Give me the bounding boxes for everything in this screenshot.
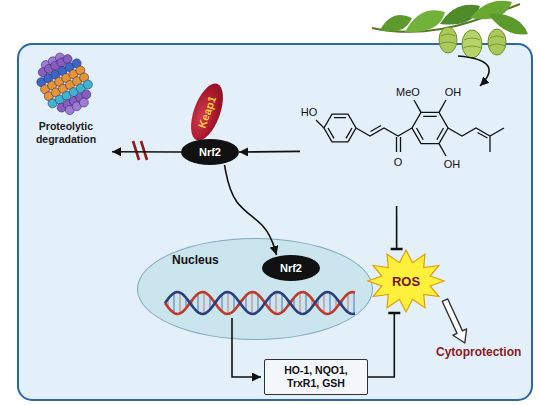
proteasome: Proteolytic degradation — [20, 54, 112, 158]
node-label: Proteolytic degradation — [20, 120, 112, 146]
chemical-structure: HO MeO OH OH O — [300, 76, 510, 206]
node-label: Cytoprotection — [436, 345, 521, 359]
node-label: ROS — [392, 274, 420, 289]
atom-label: HO — [301, 106, 318, 118]
arrow-connector — [225, 165, 277, 255]
connectors — [112, 151, 467, 377]
transcription-arrow — [232, 318, 261, 377]
hop-plant — [372, 1, 528, 58]
atom-label: O — [394, 156, 403, 168]
nrf2-protein: Nrf2 — [181, 139, 239, 165]
cell-membrane — [18, 44, 532, 400]
hop-cone — [439, 27, 457, 53]
inhibition-line — [368, 313, 394, 377]
hop-cone-scales — [440, 34, 505, 48]
node-label: Nrf2 — [280, 262, 302, 274]
dna-helix — [165, 292, 355, 314]
outcome-label: Cytoprotection — [436, 343, 532, 361]
atom-label: OH — [444, 158, 461, 170]
nrf2-protein: Nrf2 — [262, 255, 320, 281]
hop-leaf — [405, 10, 445, 32]
arrow-connector — [112, 151, 181, 153]
gene-box: HO-1, NQO1, TrxR1, GSH — [264, 359, 368, 395]
proteasome-illustration — [20, 54, 112, 118]
source-arrow — [458, 56, 489, 86]
block-slashes — [133, 141, 147, 160]
hop-cone — [462, 30, 482, 58]
arrow-connector — [239, 151, 300, 153]
outcome-arrow — [442, 299, 466, 343]
node-label: HO-1, NQO1, TrxR1, GSH — [269, 364, 363, 390]
node-label: Keap1 — [196, 94, 219, 129]
node-label: Nrf2 — [199, 146, 221, 158]
inhibition-line — [396, 206, 398, 249]
ros-burst: ROS — [367, 249, 445, 313]
atom-label: MeO — [396, 86, 420, 98]
keap1-protein: Keap1 — [185, 79, 230, 144]
nucleus-ellipse: NucleusNrf2 — [137, 238, 373, 340]
atom-label: OH — [445, 86, 462, 98]
node-label: Nucleus — [172, 253, 219, 267]
hop-cone — [488, 29, 506, 55]
